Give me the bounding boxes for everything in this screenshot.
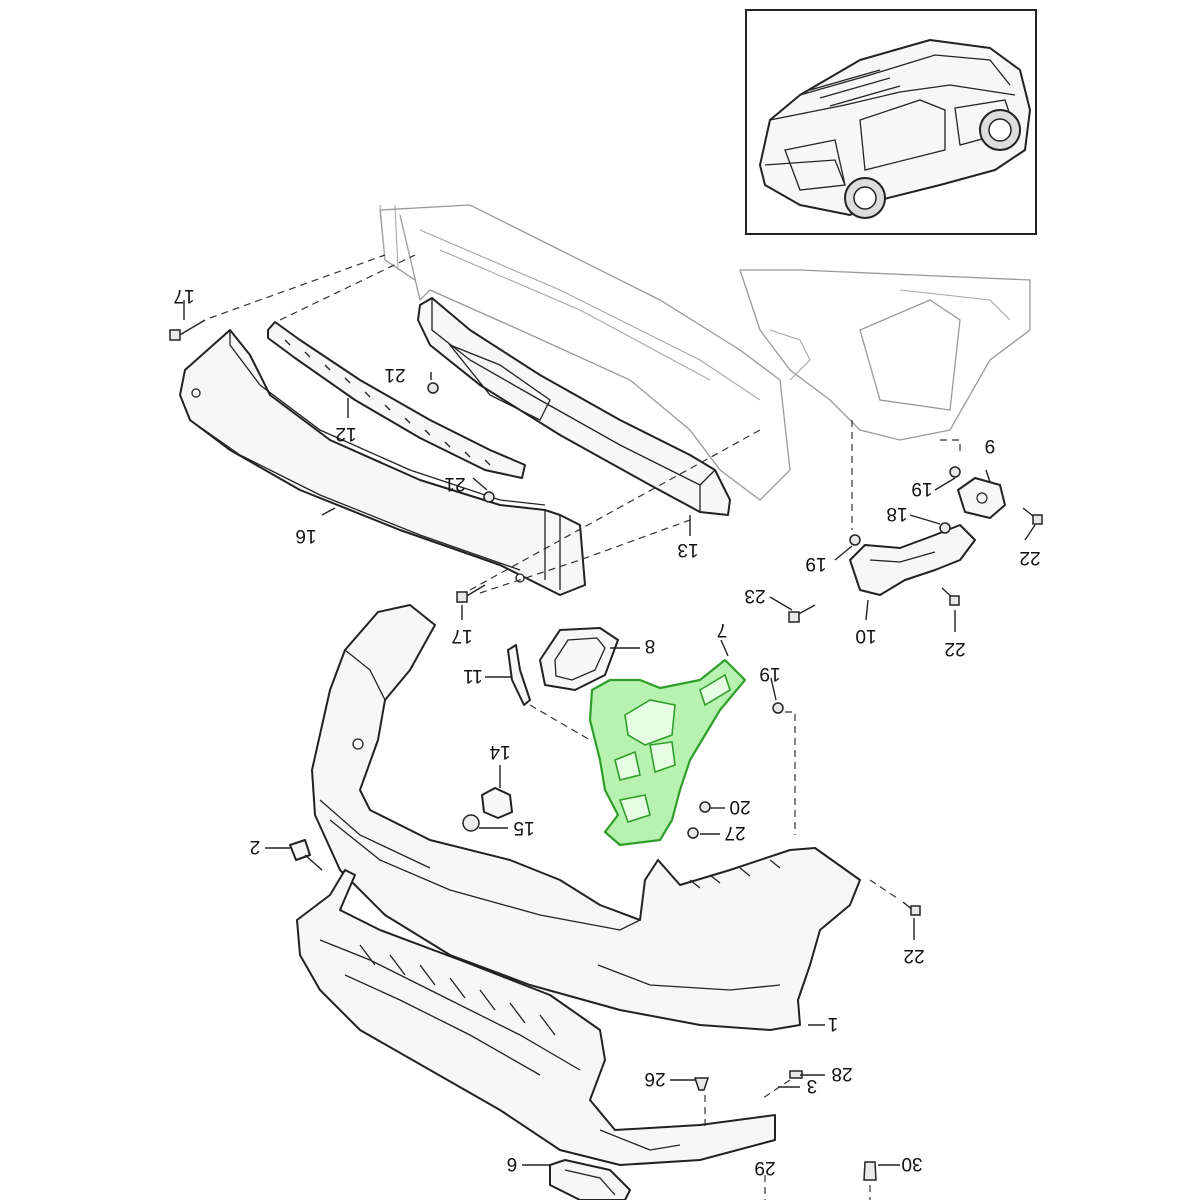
callout-23: 23 xyxy=(744,585,765,606)
screw-27 xyxy=(687,827,699,839)
callout-21-lower: 21 xyxy=(444,473,465,494)
callout-13: 13 xyxy=(677,539,698,560)
part-2-clip xyxy=(289,839,323,871)
nut-21-lower xyxy=(483,491,495,503)
clip-30 xyxy=(863,1161,877,1181)
vehicle-inset xyxy=(745,9,1037,235)
callout-22-b: 22 xyxy=(944,638,965,659)
callout-9: 9 xyxy=(985,435,996,456)
nut-19-c xyxy=(772,702,784,714)
nut-19-b xyxy=(849,534,861,546)
nut-19-a xyxy=(949,466,961,478)
callout-21-upper: 21 xyxy=(384,364,405,385)
bolt-22-c xyxy=(902,901,921,916)
part-15-seal xyxy=(462,814,480,832)
callout-8: 8 xyxy=(645,635,656,656)
part-12-guide-strip xyxy=(267,321,526,479)
part-3-diffuser xyxy=(296,869,776,1166)
vehicle-illustration xyxy=(759,39,1031,219)
nut-21-upper xyxy=(427,382,439,394)
callout-15: 15 xyxy=(513,817,534,838)
callout-20: 20 xyxy=(729,796,750,817)
part-1-bumper-cover xyxy=(311,604,861,1031)
callout-19-a: 19 xyxy=(911,478,932,499)
callout-leaders xyxy=(183,300,1036,1166)
callout-29: 29 xyxy=(754,1157,775,1178)
part-11-bracket xyxy=(507,644,531,706)
callout-28: 28 xyxy=(831,1063,852,1084)
part-6-tailpipe-trim xyxy=(549,1159,631,1200)
callout-30: 30 xyxy=(901,1153,922,1174)
callout-18: 18 xyxy=(886,503,907,524)
callout-labels: 17 12 21 21 16 13 17 8 11 7 19 14 15 2 2… xyxy=(173,285,1040,1178)
callout-19-c: 19 xyxy=(759,663,780,684)
callout-22-a: 22 xyxy=(1019,547,1040,568)
callout-17-lower: 17 xyxy=(451,625,472,646)
callout-27: 27 xyxy=(724,822,745,843)
clip-26 xyxy=(693,1077,710,1091)
callout-10: 10 xyxy=(855,625,876,646)
assembly-lines xyxy=(209,254,961,1200)
callout-7: 7 xyxy=(717,619,728,640)
callout-12: 12 xyxy=(335,423,356,444)
part-7-side-bracket-highlighted xyxy=(588,658,747,847)
bolt-17-lower xyxy=(456,584,486,603)
part-13-reinforcement xyxy=(417,297,731,516)
fasteners xyxy=(169,319,1043,1181)
part-8-cover-frame xyxy=(539,627,619,691)
callout-26: 26 xyxy=(644,1068,665,1089)
callout-17-upper: 17 xyxy=(173,285,194,306)
callout-16: 16 xyxy=(295,525,316,546)
bolt-22-b xyxy=(941,587,960,606)
part-9-bracket xyxy=(957,477,1006,519)
part-14-sensor xyxy=(481,787,513,819)
bolt-22-a xyxy=(1022,507,1043,525)
callout-19-b: 19 xyxy=(805,553,826,574)
callout-1: 1 xyxy=(828,1013,839,1034)
callout-22-c: 22 xyxy=(903,945,924,966)
part-10-bracket xyxy=(849,524,976,596)
callout-11: 11 xyxy=(463,665,483,686)
nut-18 xyxy=(939,522,951,534)
part-16-cross-member xyxy=(179,329,586,596)
callout-6: 6 xyxy=(507,1153,518,1174)
callout-14: 14 xyxy=(489,741,511,762)
callout-2: 2 xyxy=(250,836,261,857)
callout-3: 3 xyxy=(807,1075,818,1096)
body-structure-background xyxy=(379,204,1031,501)
bolt-17-upper xyxy=(169,319,206,341)
screw-20 xyxy=(699,801,711,813)
bolt-23 xyxy=(788,604,816,623)
